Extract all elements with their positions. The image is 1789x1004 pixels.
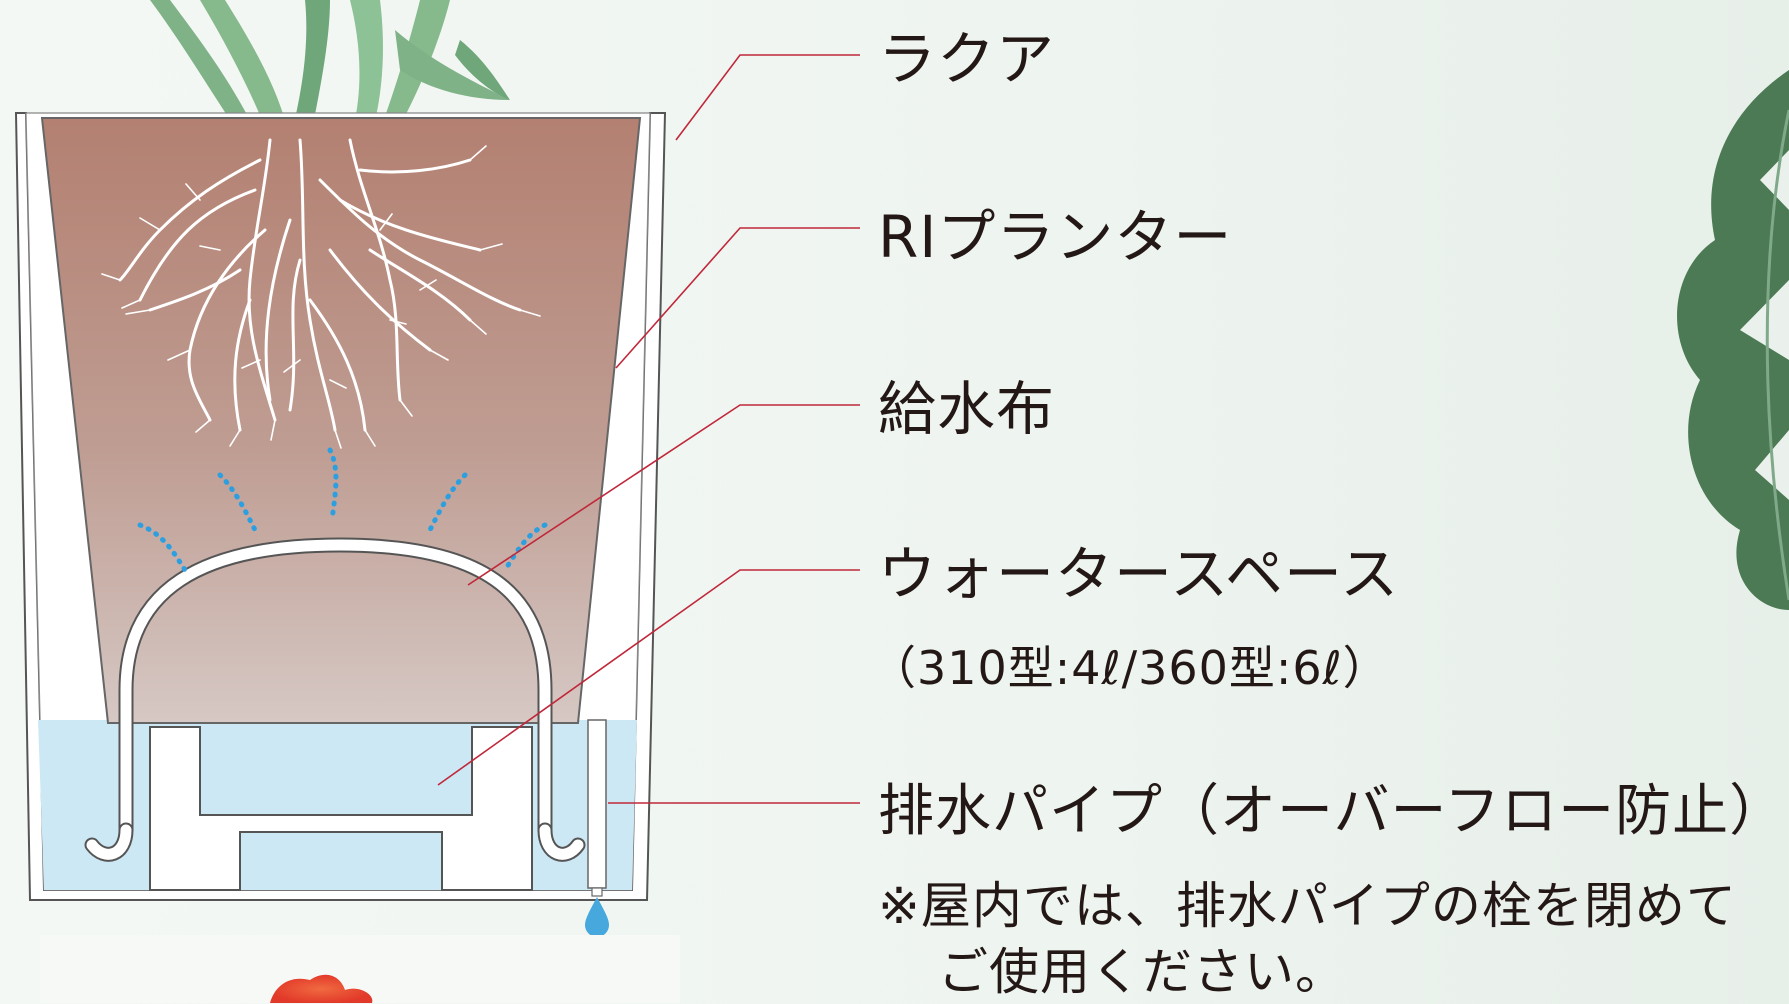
- leader-line-wick: [467, 404, 860, 586]
- wick-cloth: [84, 537, 586, 862]
- drain-pipe: [587, 719, 607, 897]
- label-wick: 給水布: [878, 375, 1056, 443]
- note-line-2: ご使用ください。: [938, 943, 1346, 1001]
- label-lakua: ラクア: [878, 25, 1056, 93]
- leader-line-ri-planter: [615, 227, 860, 369]
- planter-base: [149, 726, 533, 891]
- label-ri-planter: RIプランター: [878, 203, 1233, 271]
- plant-roots: [118, 138, 522, 432]
- plant-root-hairs: [101, 145, 541, 449]
- plant-leaves: [150, 0, 510, 140]
- label-drain-pipe: 排水パイプ（オーバーフロー防止）: [878, 779, 1787, 844]
- label-water-space-capacity: （310型:4ℓ/360型:6ℓ）: [870, 641, 1390, 695]
- label-water-space: ウォータースペース: [878, 540, 1400, 608]
- note-line-1: ※屋内では、排水パイプの栓を閉めて: [878, 877, 1737, 935]
- monstera-leaf: [1677, 70, 1789, 610]
- moisture-dots: [137, 447, 548, 573]
- leader-lines: [437, 54, 860, 804]
- water-drop-icon: [585, 897, 609, 937]
- leader-line-lakua: [675, 54, 860, 141]
- leader-line-water-space: [437, 569, 860, 786]
- bottom-flower-photo: [40, 935, 680, 1003]
